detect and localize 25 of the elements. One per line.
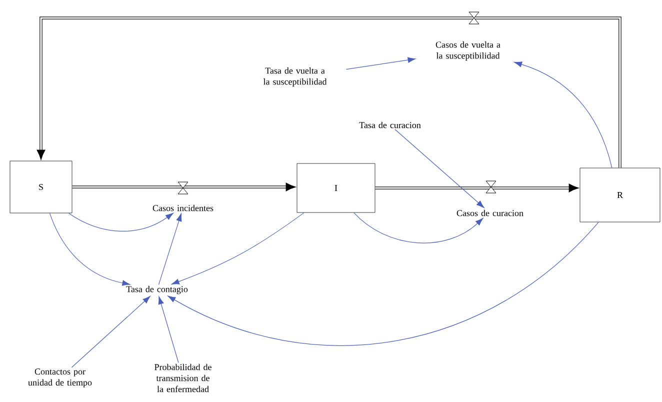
link-arrow xyxy=(68,212,174,232)
link-arrow xyxy=(353,212,484,244)
flow-pipe xyxy=(72,182,296,192)
variable-label: Tasa de vuelta a la susceptibilidad xyxy=(263,67,327,87)
variable-label: Contactos por unidad de tiempo xyxy=(28,368,92,388)
link-arrow xyxy=(171,212,304,285)
flow-pipe xyxy=(375,184,579,192)
stock-box: I xyxy=(296,163,376,213)
link-arrow xyxy=(158,213,182,285)
flow-pipe xyxy=(36,16,622,168)
link-arrow xyxy=(394,129,484,208)
variable-label: Casos de vuelta a la susceptibilidad xyxy=(436,41,500,61)
link-arrow xyxy=(168,222,599,346)
stock-box: S xyxy=(10,160,72,214)
variable-label: Tasa de curacion xyxy=(359,122,421,128)
variable-label: Tasa de contagio xyxy=(126,286,188,294)
link-arrow xyxy=(158,296,179,363)
link-arrow xyxy=(514,62,612,168)
stock-box: R xyxy=(580,168,660,222)
link-arrow xyxy=(71,296,150,368)
link-arrow xyxy=(346,57,416,70)
variable-label: Casos de curacion xyxy=(456,210,524,216)
link-arrow xyxy=(49,212,130,286)
variable-label: Casos incidentes xyxy=(152,204,214,212)
variable-label: Probabilidad de transmision de la enfermedad xyxy=(154,364,212,392)
